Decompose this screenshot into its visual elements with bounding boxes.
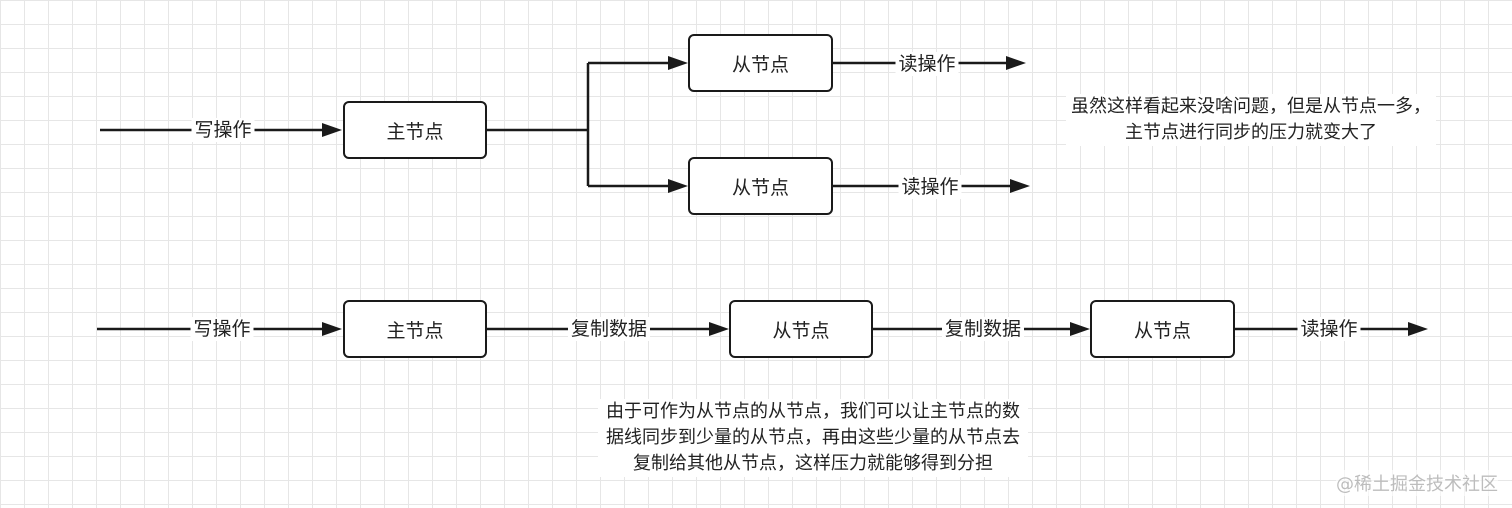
arrowhead-write-bottom — [322, 322, 342, 336]
node-master-top[interactable]: 主节点 — [343, 101, 487, 159]
node-slave-bottom-2[interactable]: 从节点 — [1090, 300, 1235, 358]
note-top: 虽然这样看起来没啥问题，但是从节点一多，主节点进行同步的压力就变大了 — [1066, 94, 1436, 146]
node-slave-top-1[interactable]: 从节点 — [688, 34, 833, 92]
label-copy-1: 复制数据 — [567, 317, 651, 341]
arrowhead-read-top-1 — [1006, 56, 1026, 70]
label-read-top-2: 读操作 — [898, 175, 962, 199]
arrowhead-read-top-2 — [1010, 179, 1030, 193]
node-master-bottom[interactable]: 主节点 — [343, 300, 487, 358]
label-write-bottom: 写操作 — [190, 317, 254, 341]
arrowhead-copy-1 — [709, 322, 729, 336]
node-slave-bottom-1[interactable]: 从节点 — [729, 300, 873, 358]
label-copy-2: 复制数据 — [941, 317, 1025, 341]
arrowhead-slave-2 — [668, 179, 688, 193]
arrowhead-read-bottom — [1408, 322, 1428, 336]
watermark: @稀土掘金技术社区 — [1336, 470, 1498, 496]
arrowhead-copy-2 — [1070, 322, 1090, 336]
label-write-top: 写操作 — [191, 118, 255, 142]
label-read-bottom: 读操作 — [1297, 317, 1361, 341]
arrowhead-write-top — [322, 123, 342, 137]
node-slave-top-2[interactable]: 从节点 — [688, 157, 833, 215]
note-bottom: 由于可作为从节点的从节点，我们可以让主节点的数据线同步到少量的从节点，再由这些少… — [598, 399, 1028, 477]
label-read-top-1: 读操作 — [895, 52, 959, 76]
arrowhead-slave-1 — [668, 56, 688, 70]
